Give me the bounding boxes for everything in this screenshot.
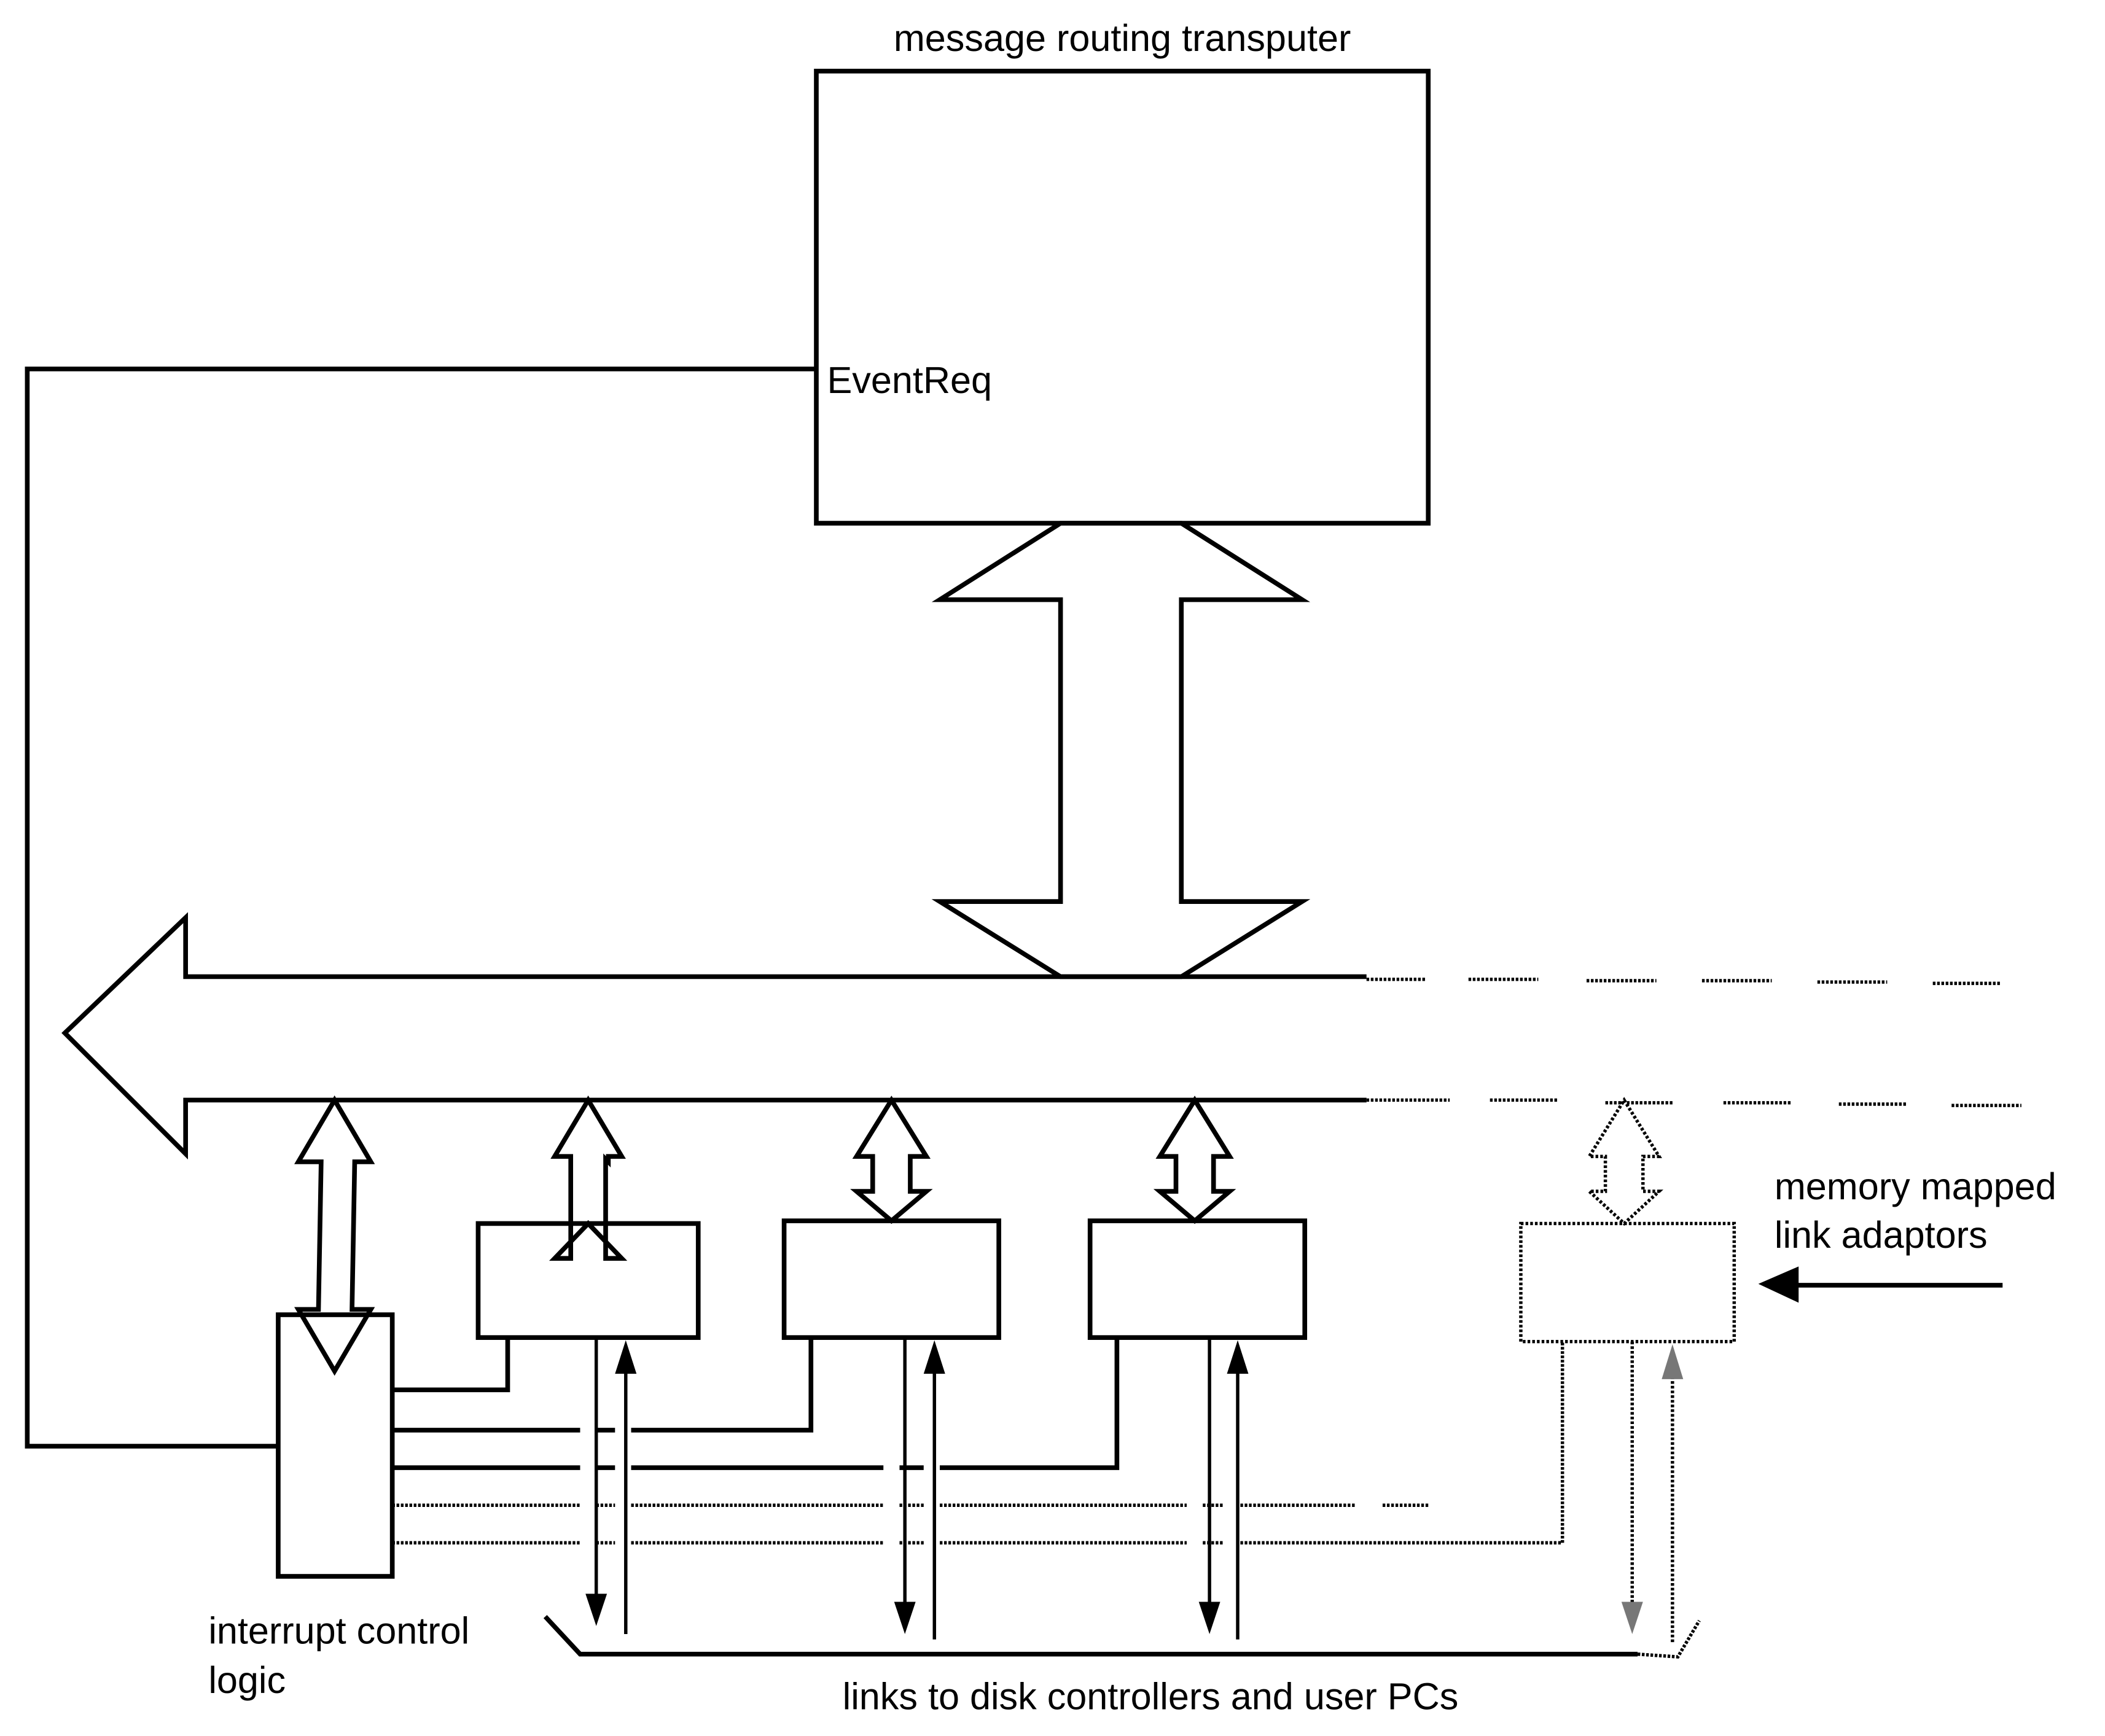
memory-mapped-pointer-arrowhead <box>1758 1266 1799 1303</box>
event-req-line <box>25 366 816 1449</box>
link-in-arrowhead-2 <box>923 1340 945 1374</box>
adaptor1-bus-arrow <box>549 1095 628 1261</box>
transputer-title: message routing transputer <box>894 17 1351 59</box>
transputer-box <box>814 68 1431 526</box>
interrupt-line-3 <box>392 1337 1120 1470</box>
link-in-arrowhead-optional <box>1662 1344 1684 1379</box>
links-bracket <box>543 1614 1638 1657</box>
interrupt-bus-arrow <box>294 1095 375 1376</box>
link-pair-1 <box>585 1337 637 1634</box>
link-adaptor-box-2 <box>781 1218 1001 1340</box>
link-out-arrowhead-optional <box>1621 1602 1643 1634</box>
interrupt-control-label-2: logic <box>208 1659 286 1701</box>
link-out-arrowhead-2 <box>894 1602 916 1634</box>
interrupt-line-5 <box>392 1341 1564 1545</box>
link-adaptor-box-1 <box>475 1221 701 1340</box>
adaptor2-bus-arrow <box>850 1096 933 1224</box>
adaptor3-bus-arrow <box>1153 1096 1236 1224</box>
interrupt-control-label-1: interrupt control <box>208 1609 469 1651</box>
interrupt-control-box <box>276 1312 395 1579</box>
link-pair-optional <box>1621 1341 1684 1643</box>
bus-bottom-continuation <box>1366 1098 2021 1107</box>
links-bracket-optional <box>1637 1619 1701 1659</box>
link-out-arrowhead-3 <box>1198 1602 1220 1634</box>
link-adaptor-box-3 <box>1087 1218 1308 1340</box>
link-adaptor-box-optional <box>1519 1221 1736 1344</box>
link-in-arrowhead-1 <box>615 1340 637 1374</box>
event-req-label: EventReq <box>827 359 992 401</box>
bus-top-continuation <box>1366 978 2000 986</box>
link-out-arrowhead-1 <box>585 1594 607 1626</box>
links-label: links to disk controllers and user PCs <box>843 1675 1459 1717</box>
interrupt-line-1 <box>392 1337 510 1393</box>
link-pair-2 <box>894 1337 945 1640</box>
interrupt-line-2 <box>392 1337 814 1433</box>
memory-mapped-label-1: memory mapped <box>1775 1166 2056 1207</box>
bus-top-line <box>61 912 1367 1160</box>
link-in-arrowhead-3 <box>1227 1340 1249 1374</box>
link-pair-3 <box>1198 1337 1249 1640</box>
adaptor-optional-bus-arrow <box>1585 1097 1663 1226</box>
memory-mapped-label-2: link adaptors <box>1775 1214 1988 1256</box>
transputer-bus-arrow <box>931 521 1311 979</box>
